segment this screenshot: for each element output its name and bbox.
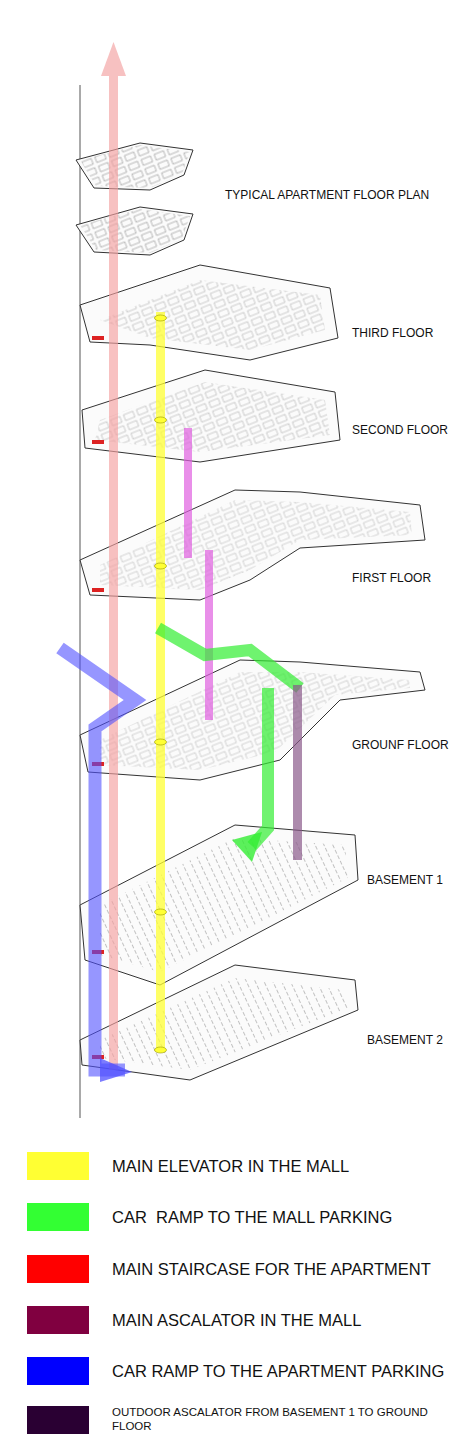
legend-swatch [27, 1152, 89, 1180]
exploded-floor-diagram [0, 0, 474, 1140]
legend-text: OUTDOOR ASCALATOR FROM BASEMENT 1 TO GRO… [112, 1405, 452, 1433]
floor-label: BASEMENT 1 [367, 873, 443, 887]
floor-label: BASEMENT 2 [367, 1033, 443, 1047]
legend-text: MAIN STAIRCASE FOR THE APARTMENT [112, 1260, 431, 1279]
legend-swatch [27, 1203, 89, 1231]
floor-label: THIRD FLOOR [352, 326, 433, 340]
legend-text: CAR RAMP TO THE APARTMENT PARKING [112, 1362, 444, 1381]
floor-label: TYPICAL APARTMENT FLOOR PLAN [225, 188, 429, 202]
floor-label: FIRST FLOOR [352, 571, 431, 585]
floor-label: GROUNF FLOOR [352, 738, 449, 752]
legend-swatch [27, 1306, 89, 1334]
legend-text: MAIN ASCALATOR IN THE MALL [112, 1311, 361, 1330]
legend-swatch [27, 1406, 89, 1434]
legend-text: MAIN ELEVATOR IN THE MALL [112, 1157, 349, 1176]
legend-swatch [27, 1357, 89, 1385]
floor-label: SECOND FLOOR [352, 423, 448, 437]
legend-text: CAR RAMP TO THE MALL PARKING [112, 1208, 392, 1227]
legend-swatch [27, 1255, 89, 1283]
